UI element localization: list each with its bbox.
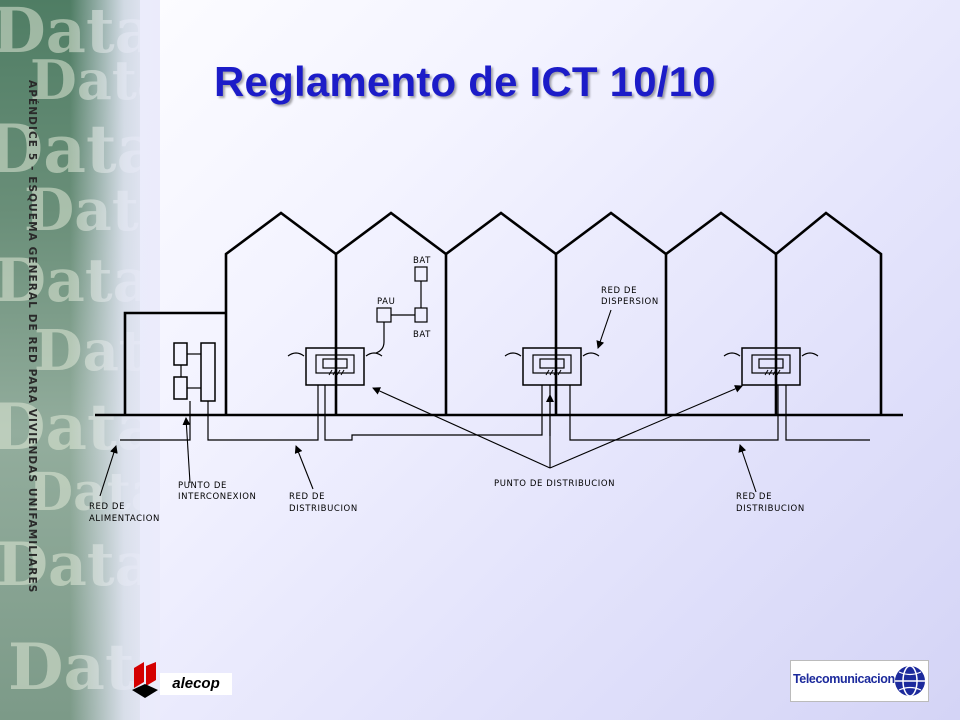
label-bat-top: BAT <box>413 256 431 266</box>
label-punto-distribucion: PUNTO DE DISTRIBUCION <box>494 479 615 489</box>
distribution-point <box>504 347 600 386</box>
pointer-arrows <box>99 309 757 497</box>
label-red-dispersion-line2: DISPERSION <box>601 297 659 307</box>
label-red-alimentacion-line1: RED DE <box>89 502 125 512</box>
slide-title: Reglamento de ICT 10/10 <box>214 58 716 105</box>
houses-outline <box>224 211 883 415</box>
network-diagram: BAT PAU BAT RED DE DISPERSION PUNTO DE I… <box>89 211 903 524</box>
alecop-logo: alecop <box>130 662 234 702</box>
alecop-logo-text: alecop <box>160 673 232 695</box>
interconnection-annex <box>123 311 226 415</box>
alecop-mark-icon <box>132 662 158 698</box>
side-caption: APÉNDICE 5 - ESQUEMA GENERAL DE RED PARA… <box>20 80 42 640</box>
label-red-distribucion-right-line1: RED DE <box>736 492 772 502</box>
label-punto-interconexion-line1: PUNTO DE <box>178 481 227 491</box>
globe-icon <box>895 665 925 697</box>
distribution-point <box>287 347 383 386</box>
label-red-distribucion-right-line2: DISTRIBUCION <box>736 504 805 514</box>
label-punto-interconexion-line2: INTERCONEXION <box>178 492 256 502</box>
label-pau: PAU <box>377 297 395 307</box>
side-fade <box>70 0 160 720</box>
side-caption-text: APÉNDICE 5 - ESQUEMA GENERAL DE RED PARA… <box>26 80 38 594</box>
label-bat-bottom: BAT <box>413 330 431 340</box>
label-red-dispersion-line1: RED DE <box>601 286 637 296</box>
distribution-point <box>723 347 819 386</box>
label-red-distribucion-left-line1: RED DE <box>289 492 325 502</box>
telecomunicaciones-logo: Telecomunicaciones <box>790 660 929 702</box>
telecomunicaciones-logo-text: Telecomunicaciones <box>793 672 908 686</box>
label-red-alimentacion-line2: ALIMENTACION <box>89 514 160 524</box>
network-cabling <box>120 385 870 441</box>
pau-bat-cluster <box>375 266 428 354</box>
label-red-distribucion-left-line2: DISTRIBUCION <box>289 504 358 514</box>
